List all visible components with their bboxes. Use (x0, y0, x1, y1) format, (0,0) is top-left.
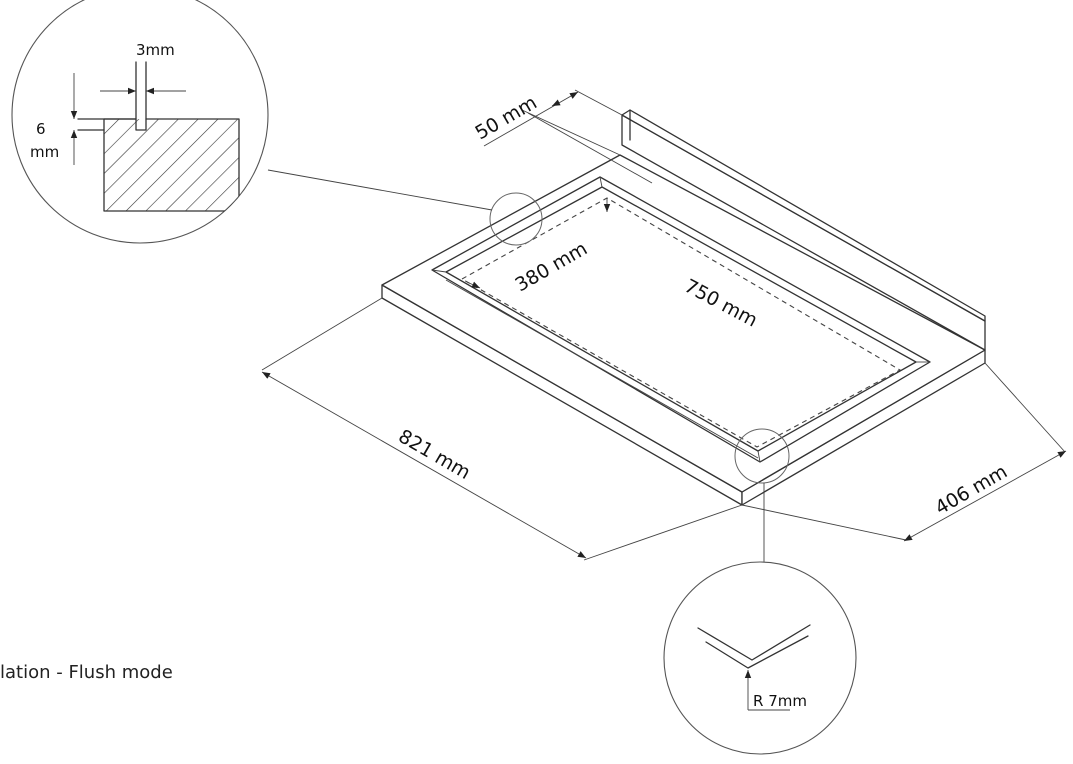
edge-detail-marker (489, 192, 543, 246)
dimension-lines (261, 89, 1067, 561)
depth-value-label: 6 (36, 120, 46, 138)
section-hatch (104, 119, 239, 211)
diagram-caption: lation - Flush mode (0, 662, 173, 683)
corner-radius-callout: R 7mm (663, 483, 857, 755)
upstand-height-label: 50 mm (472, 92, 541, 145)
corner-radius-label: R 7mm (753, 692, 807, 710)
overall-depth-label: 406 mm (932, 461, 1012, 520)
depth-unit-label: mm (30, 143, 59, 161)
slab-top (381, 154, 986, 493)
cutout-dashed-area (460, 197, 902, 448)
unit-drawing (381, 109, 986, 506)
dim-line-upstand (483, 91, 579, 147)
gap-width-label: 3mm (136, 41, 175, 59)
corner-detail-marker (734, 428, 790, 484)
dim-line-overall-width (261, 371, 587, 559)
edge-section-callout: 3mm 6 mm (11, 0, 493, 244)
dim-line-overall-depth (903, 450, 1067, 542)
upstand-top (621, 109, 986, 322)
